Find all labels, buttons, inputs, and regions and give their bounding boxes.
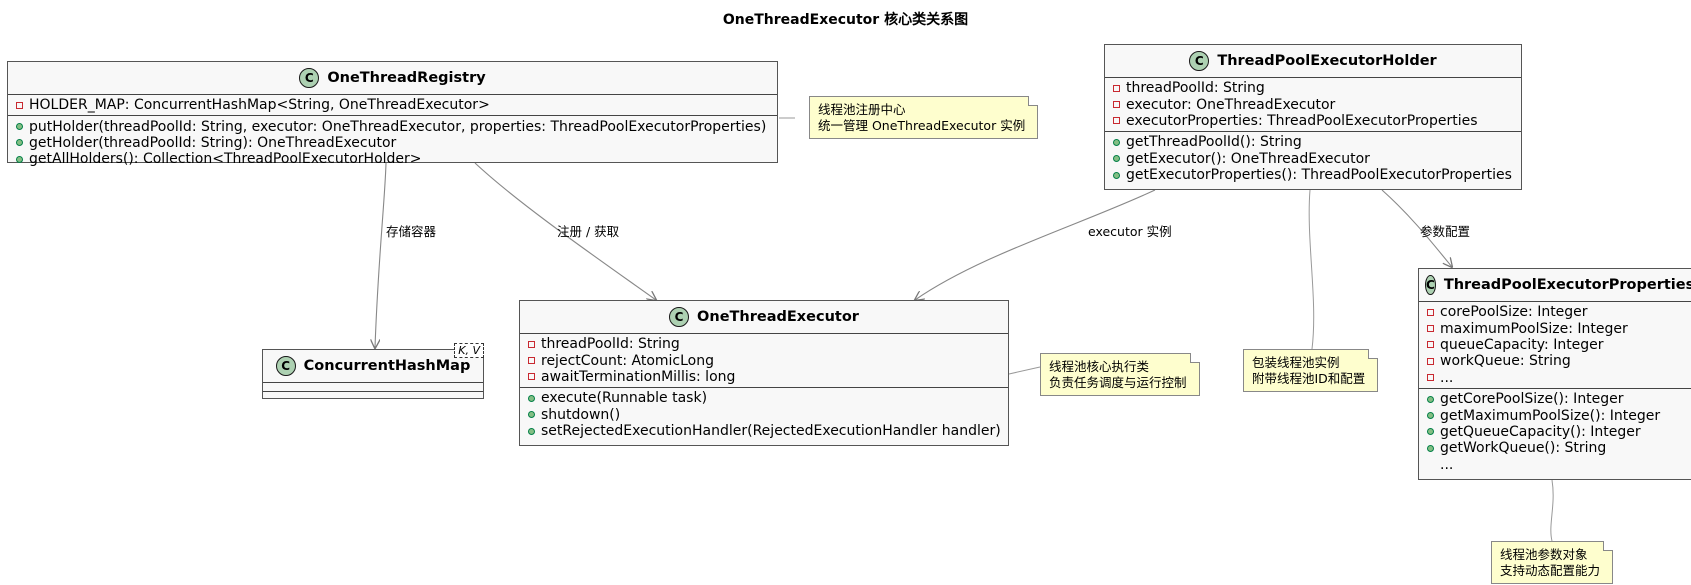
private-visibility-icon <box>1427 308 1434 316</box>
public-visibility-icon <box>1427 444 1434 452</box>
method-row: getWorkQueue(): String <box>1427 440 1691 456</box>
public-visibility-icon <box>528 394 535 402</box>
private-visibility-icon <box>528 373 535 381</box>
public-visibility-icon <box>16 123 23 131</box>
note-properties: 线程池参数对象 支持动态配置能力 <box>1491 541 1614 584</box>
private-visibility-icon <box>528 357 535 365</box>
method-row: getExecutorProperties(): ThreadPoolExecu… <box>1113 167 1521 183</box>
edge-label-storage: 存储容器 <box>386 224 437 239</box>
class-stereotype-icon: C <box>299 68 320 88</box>
method-row: getHolder(threadPoolId: String): OneThre… <box>16 135 777 151</box>
private-visibility-icon <box>528 340 535 348</box>
method-row: shutdown() <box>528 407 1008 423</box>
note-fold-icon <box>1028 96 1039 106</box>
class-stereotype-icon: C <box>669 307 690 327</box>
public-visibility-icon <box>1113 171 1120 179</box>
private-visibility-icon <box>1427 325 1434 333</box>
field-row: queueCapacity: Integer <box>1427 337 1691 353</box>
class-name: ThreadPoolExecutorProperties <box>1443 277 1691 293</box>
edge-registry-to-executor <box>474 162 656 300</box>
note-link-holder <box>1308 189 1315 350</box>
field-row: maximumPoolSize: Integer <box>1427 320 1691 337</box>
field-row: corePoolSize: Integer <box>1427 304 1691 320</box>
edge-registry-to-hashmap <box>375 162 387 348</box>
field-row: awaitTerminationMillis: long <box>528 369 1008 385</box>
note-fold-icon <box>1368 349 1379 359</box>
generic-type-params: K, V <box>454 343 484 358</box>
method-row: getMaximumPoolSize(): Integer <box>1427 407 1691 424</box>
field-row: rejectCount: AtomicLong <box>528 352 1008 369</box>
public-visibility-icon <box>1113 155 1120 163</box>
class-name: ConcurrentHashMap <box>303 358 471 374</box>
note-link-properties <box>1550 479 1554 542</box>
field-row: executorProperties: ThreadPoolExecutorPr… <box>1113 113 1521 129</box>
public-visibility-icon <box>1427 428 1434 436</box>
class-thread-pool-executor-properties[interactable]: C ThreadPoolExecutorProperties corePoolS… <box>1418 268 1691 480</box>
method-row: ... <box>1440 456 1454 473</box>
class-name: OneThreadExecutor <box>697 309 859 325</box>
private-visibility-icon <box>1427 341 1434 349</box>
method-row: execute(Runnable task) <box>528 390 1008 406</box>
note-executor: 线程池核心执行类 负责任务调度与运行控制 <box>1040 353 1200 396</box>
private-visibility-icon <box>1113 84 1120 92</box>
private-visibility-icon <box>1427 357 1434 365</box>
public-visibility-icon <box>1113 138 1120 146</box>
private-visibility-icon <box>1113 117 1120 125</box>
class-name: ThreadPoolExecutorHolder <box>1217 53 1437 69</box>
method-row: getCorePoolSize(): Integer <box>1427 391 1691 407</box>
public-visibility-icon <box>16 139 23 147</box>
edge-label-register: 注册 / 获取 <box>557 224 620 239</box>
note-registry: 线程池注册中心 统一管理 OneThreadExecutor 实例 <box>809 96 1039 139</box>
class-stereotype-icon: C <box>1425 275 1436 295</box>
class-stereotype-icon: C <box>1189 51 1210 71</box>
class-one-thread-registry[interactable]: C OneThreadRegistry HOLDER_MAP: Concurre… <box>7 61 778 167</box>
method-row: getQueueCapacity(): Integer <box>1427 424 1691 440</box>
method-row: getAllHolders(): Collection<ThreadPoolEx… <box>16 151 777 167</box>
public-visibility-icon <box>1427 412 1434 420</box>
class-stereotype-icon: C <box>275 356 296 376</box>
field-row: threadPoolId: String <box>528 336 1008 352</box>
edge-label-param-config: 参数配置 <box>1420 224 1471 239</box>
private-visibility-icon <box>1427 374 1434 382</box>
edge-holder-to-properties <box>1381 189 1452 267</box>
private-visibility-icon <box>16 101 23 109</box>
method-row: putHolder(threadPoolId: String, executor… <box>16 118 777 135</box>
method-row: getThreadPoolId(): String <box>1113 134 1521 150</box>
field-row: workQueue: String <box>1427 353 1691 369</box>
field-row: executor: OneThreadExecutor <box>1113 96 1521 113</box>
class-thread-pool-executor-holder[interactable]: C ThreadPoolExecutorHolder threadPoolId:… <box>1104 44 1522 190</box>
diagram-title: OneThreadExecutor 核心类关系图 <box>722 12 969 28</box>
note-link-executor <box>1008 366 1041 375</box>
public-visibility-icon <box>1427 395 1434 403</box>
note-fold-icon <box>1603 541 1614 551</box>
field-row: threadPoolId: String <box>1113 80 1521 96</box>
edge-holder-to-executor <box>915 189 1156 300</box>
method-row: getExecutor(): OneThreadExecutor <box>1113 151 1521 167</box>
class-one-thread-executor[interactable]: C OneThreadExecutor threadPoolId: String… <box>519 300 1009 446</box>
public-visibility-icon <box>528 427 535 435</box>
edge-label-executor-instance: executor 实例 <box>1088 224 1172 239</box>
note-holder: 包装线程池实例 附带线程池ID和配置 <box>1243 349 1379 392</box>
class-name: OneThreadRegistry <box>327 70 486 86</box>
method-row: setRejectedExecutionHandler(RejectedExec… <box>528 423 1008 439</box>
public-visibility-icon <box>528 411 535 419</box>
private-visibility-icon <box>1113 101 1120 109</box>
field-row: ... <box>1427 370 1691 386</box>
class-concurrent-hash-map[interactable]: K, V C ConcurrentHashMap <box>262 343 484 399</box>
public-visibility-icon <box>16 155 23 163</box>
field-row: HOLDER_MAP: ConcurrentHashMap<String, On… <box>16 97 777 113</box>
note-fold-icon <box>1189 353 1200 363</box>
